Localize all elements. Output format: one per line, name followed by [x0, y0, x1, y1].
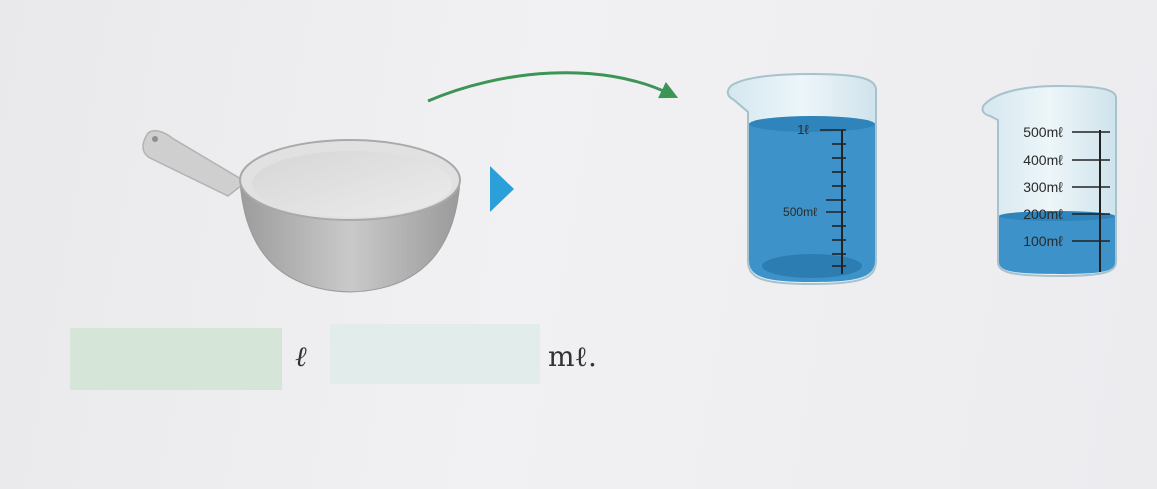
small-beaker: 500mℓ 400mℓ 300mℓ 200mℓ 100mℓ — [981, 84, 1117, 278]
saucepan-inside — [252, 151, 452, 217]
saucepan — [142, 130, 461, 293]
small-beaker-ticks — [1072, 131, 1110, 242]
small-beaker-label-300: 300mℓ — [1023, 179, 1063, 195]
small-beaker-label-500: 500mℓ — [1023, 124, 1063, 140]
unit-milliliters: mℓ. — [548, 340, 597, 373]
answer-box-milliliters[interactable] — [330, 324, 540, 384]
large-beaker-water-surface — [749, 116, 875, 132]
small-beaker-label-400: 400mℓ — [1023, 152, 1063, 168]
saucepan-handle-hole — [152, 136, 158, 142]
large-beaker-bottom — [762, 254, 862, 278]
unit-liters: ℓ — [295, 340, 307, 373]
small-beaker-label-100: 100mℓ — [1023, 233, 1063, 249]
small-beaker-label-200: 200mℓ — [1023, 206, 1063, 222]
transfer-arrow — [427, 71, 679, 103]
answer-box-liters[interactable] — [70, 328, 282, 390]
large-beaker: 1ℓ 500mℓ — [726, 72, 877, 286]
saucepan-handle — [142, 130, 248, 197]
play-triangle-icon — [490, 166, 514, 212]
large-beaker-top-label: 1ℓ — [797, 122, 809, 137]
large-beaker-water — [749, 124, 875, 282]
small-beaker-water — [999, 216, 1115, 274]
large-beaker-ticks — [820, 129, 846, 267]
large-beaker-mid-label: 500mℓ — [783, 205, 817, 219]
